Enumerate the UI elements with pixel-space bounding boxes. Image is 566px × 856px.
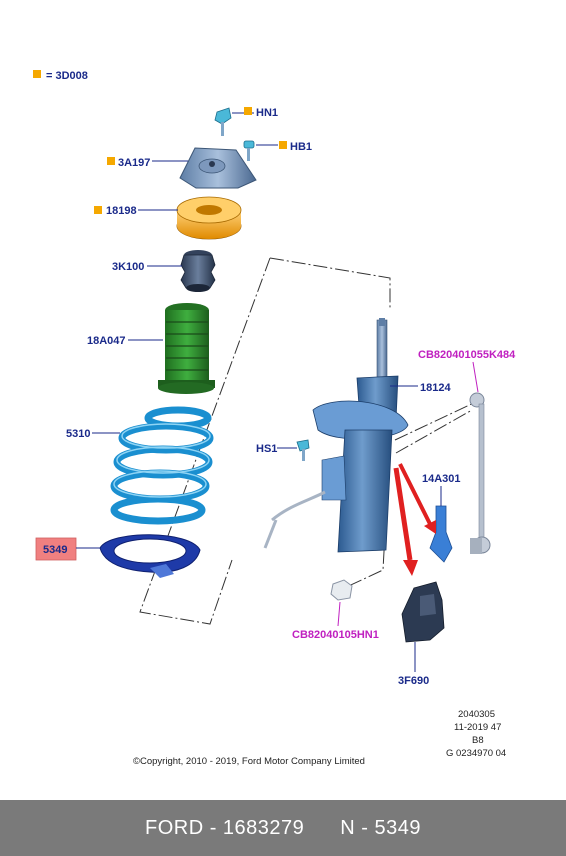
label-18124: 18124	[420, 382, 451, 394]
nut-hn1	[214, 107, 232, 136]
coil-spring-highlight	[113, 423, 211, 498]
bump-stop-3k100	[180, 250, 216, 292]
footer-ref-number: N - 5349	[340, 816, 421, 839]
label-cb-hn1: CB82040105HN1	[292, 629, 379, 641]
info-line-4: G 0234970 04	[446, 748, 506, 759]
copyright: ©Copyright, 2010 - 2019, Ford Motor Comp…	[133, 756, 365, 767]
info-line-1: 2040305	[458, 709, 495, 720]
footer-part-number: FORD - 1683279	[144, 816, 305, 839]
label-3f690: 3F690	[398, 675, 429, 687]
info-line-3: B8	[472, 735, 484, 746]
legend-text: = 3D008	[46, 70, 88, 82]
screw-hs1	[296, 439, 310, 461]
bearing-18198	[176, 196, 242, 240]
legend-symbol	[33, 70, 41, 78]
marker-hn1	[244, 107, 252, 115]
label-hb1: HB1	[290, 141, 312, 153]
info-block: 2040305 11-2019 47 B8 G 0234970 04	[446, 709, 506, 759]
label-5310: 5310	[66, 428, 90, 440]
stabilizer-link	[469, 392, 491, 554]
arrow-red-2	[398, 463, 436, 534]
footer-bar: FORD - 1683279 N - 5349	[0, 800, 566, 856]
assembly-outline-right	[339, 399, 481, 591]
spring-seat-5349	[99, 534, 201, 578]
label-18a047: 18A047	[87, 335, 126, 347]
bolt-hb1	[243, 140, 255, 161]
marker-18198	[94, 206, 102, 214]
label-hn1: HN1	[256, 107, 278, 119]
arrow-red-1	[393, 467, 418, 576]
dust-boot-18a047	[158, 303, 215, 394]
label-18198: 18198	[106, 205, 137, 217]
legend: = 3D008	[33, 70, 88, 82]
label-cb-k484: CB820401055K484	[418, 349, 516, 361]
label-hs1: HS1	[256, 443, 277, 455]
marker-3a197	[107, 157, 115, 165]
label-3k100: 3K100	[112, 261, 144, 273]
label-14a301: 14A301	[422, 473, 461, 485]
label-3a197: 3A197	[118, 157, 150, 169]
top-mount-3a197	[179, 147, 257, 189]
sensor-3f690	[401, 581, 445, 643]
label-5349: 5349	[43, 544, 67, 556]
strut-18124	[263, 318, 409, 553]
nut-cb-hn1	[330, 579, 353, 601]
bracket-14a301	[429, 505, 453, 563]
info-line-2: 11-2019 47	[454, 722, 501, 733]
parts-diagram: = 3D008 HN1 HB1 3A197 18198	[33, 70, 516, 767]
marker-hb1	[279, 141, 287, 149]
highlight-box-5349	[35, 537, 77, 561]
